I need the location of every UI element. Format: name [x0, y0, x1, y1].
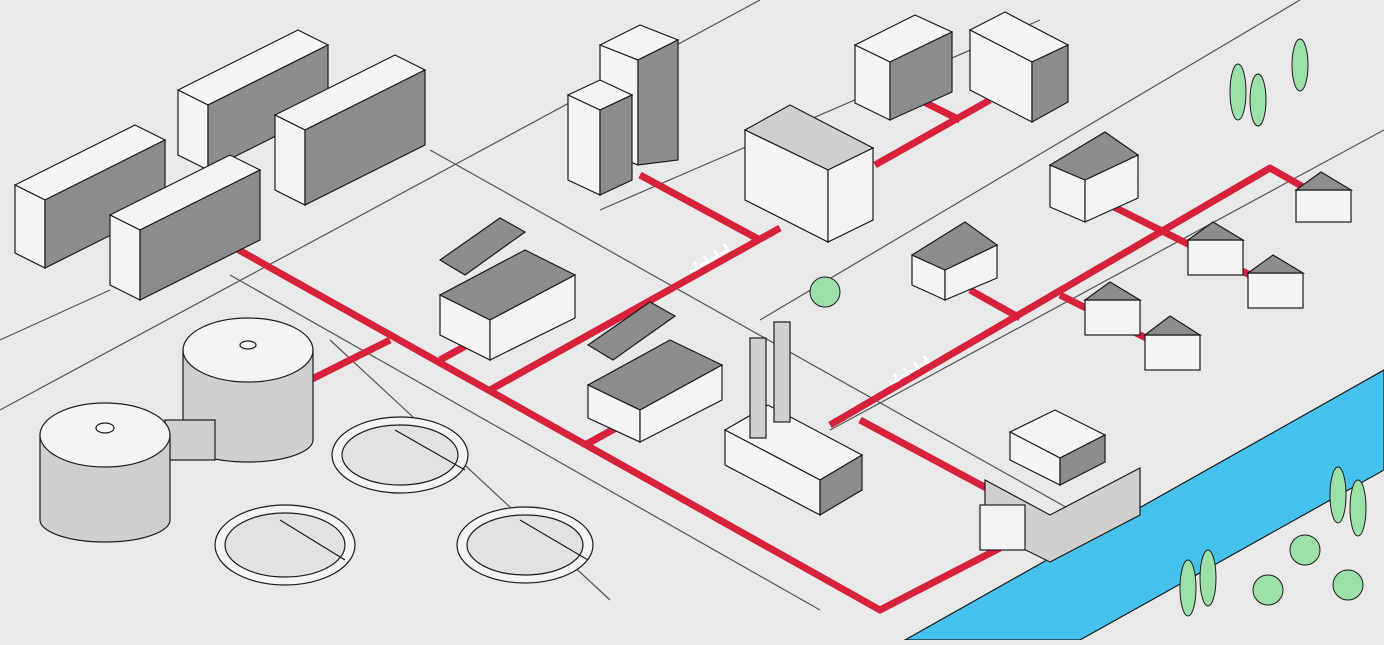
- house: [1143, 315, 1203, 371]
- power-plant: [723, 321, 864, 517]
- office-building: [968, 11, 1070, 124]
- data-center: [13, 29, 427, 301]
- office-building: [853, 14, 954, 121]
- pump-station: [979, 409, 1141, 563]
- factory-building: [586, 301, 724, 443]
- tree: [809, 38, 1367, 617]
- office-building: [743, 104, 875, 243]
- office-tower: [566, 24, 680, 196]
- house: [1083, 281, 1143, 336]
- storage-tank: [39, 402, 171, 543]
- clarifier: [331, 416, 469, 494]
- river: [902, 369, 1384, 641]
- factory-building: [438, 217, 577, 361]
- clarifier: [456, 506, 594, 584]
- house: [1246, 254, 1306, 309]
- house: [1048, 131, 1140, 223]
- house: [910, 221, 999, 301]
- storage-tank: [164, 317, 314, 463]
- flow-arrow: [689, 243, 731, 274]
- house: [1294, 171, 1354, 223]
- clarifier: [214, 504, 356, 586]
- house: [1186, 221, 1246, 276]
- flow-arrow: [889, 355, 931, 386]
